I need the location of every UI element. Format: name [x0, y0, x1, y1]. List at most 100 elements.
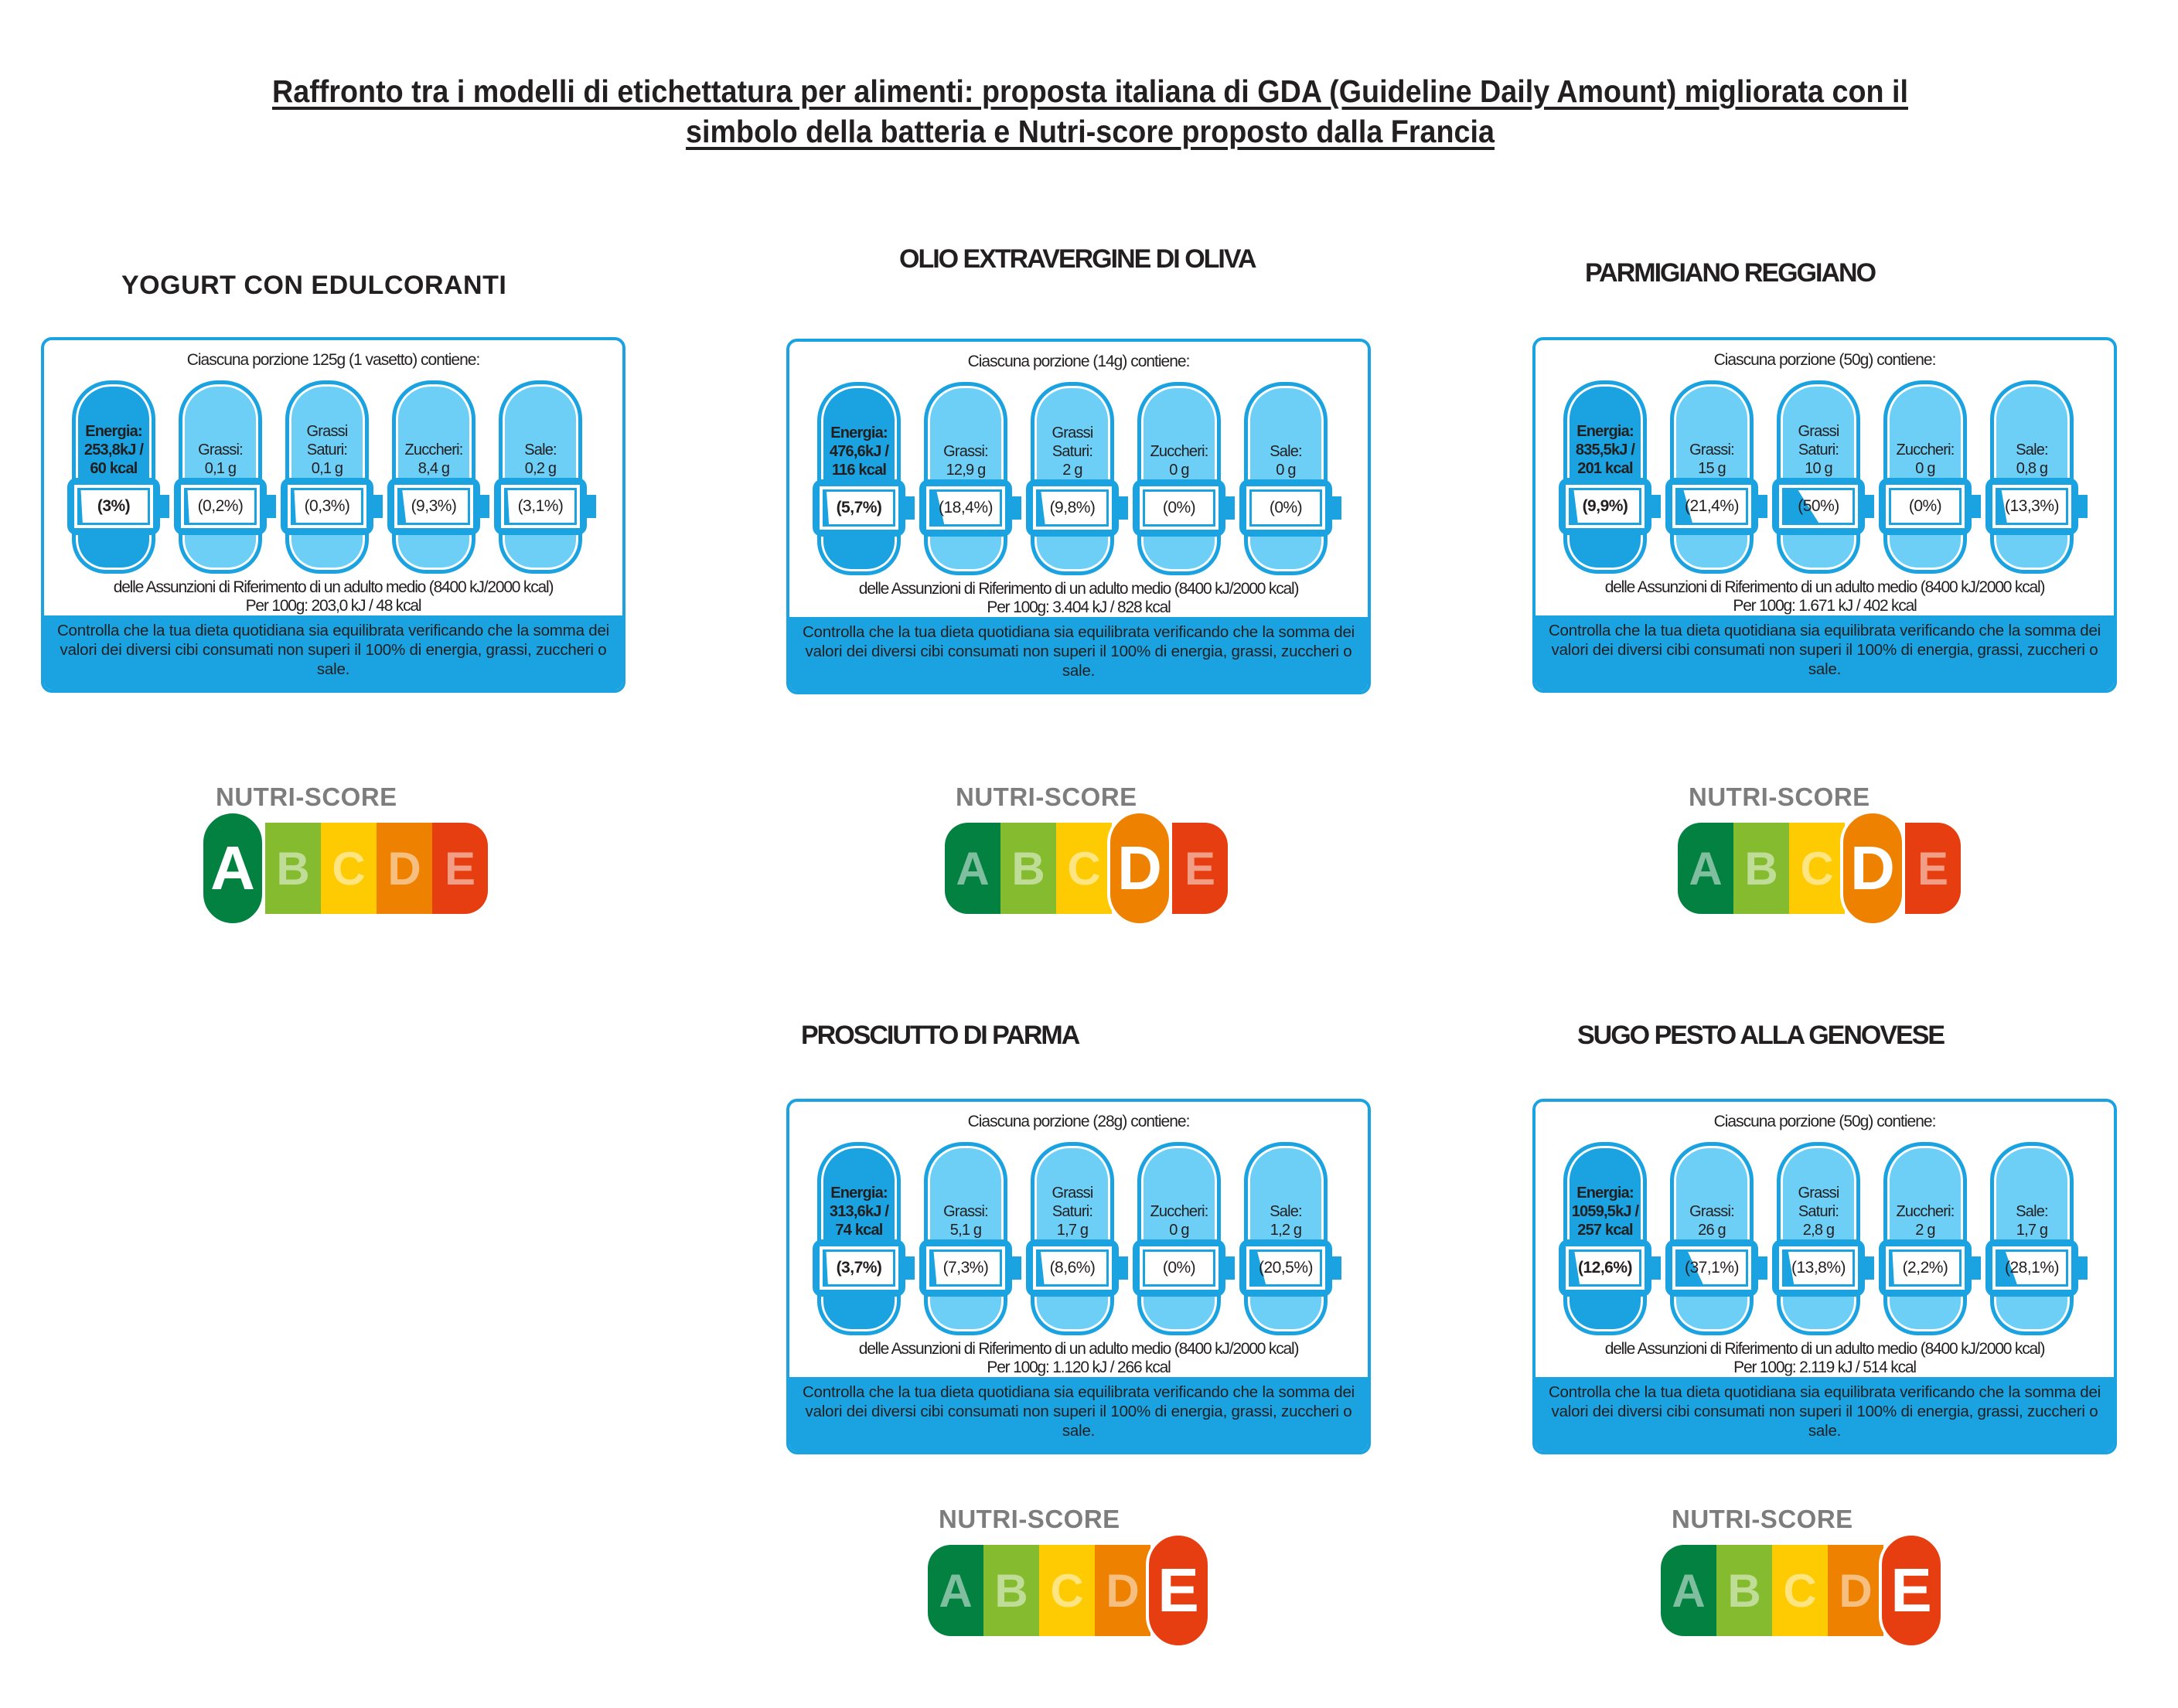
- battery-gauge: (5,7%): [813, 479, 915, 537]
- battery-bottom: [1563, 1290, 1647, 1335]
- battery-cell: (3%): [74, 485, 153, 528]
- nutrient-label-line: 10 g: [1805, 460, 1833, 477]
- nutrient-label-line: Grassi: [306, 423, 349, 440]
- battery-icon: Zuccheri:0 g(0%): [1133, 1142, 1235, 1335]
- per-100g-text: Per 100g: 2.119 kJ / 514 kcal: [1733, 1359, 1917, 1376]
- battery-bottom: [1137, 530, 1221, 575]
- nutrient-label-line: Saturi:: [1798, 441, 1839, 459]
- battery-terminal: [373, 495, 383, 518]
- nutri-score-letter-d: D: [1107, 810, 1172, 926]
- battery-terminal: [480, 495, 489, 518]
- percentage-value: (9,8%): [1049, 499, 1096, 516]
- percentage-value: (2,2%): [1902, 1259, 1948, 1277]
- advice-footer: Controlla che la tua dieta quotidiana si…: [44, 615, 622, 690]
- battery-top: [1883, 1142, 1967, 1247]
- battery-terminal: [160, 495, 169, 518]
- percentage-value: (8,6%): [1049, 1259, 1096, 1277]
- nutrient-label-line: 2 g: [1915, 1222, 1935, 1239]
- battery-fill-level: [80, 490, 83, 523]
- battery-icon: Energia:253,8kJ /60 kcal(3%): [67, 380, 169, 574]
- battery-bottom: [1990, 529, 2074, 574]
- nutrient-label-line: Zuccheri:: [1896, 1203, 1955, 1220]
- battery-gauge: (37,1%): [1665, 1239, 1767, 1297]
- nutrient-label-line: 1059,5kJ /: [1571, 1203, 1639, 1220]
- battery-terminal: [1865, 495, 1874, 518]
- battery-row: Energia:835,5kJ /201 kcal (9,9%) Grassi:15…: [1559, 380, 2100, 574]
- nutrient-label-line: Grassi: [1052, 1185, 1094, 1202]
- nutrient-label: Energia:476,6kJ /116 kcal: [819, 402, 899, 479]
- battery-cell: (18,4%): [926, 486, 1005, 530]
- nutrient-label-line: Grassi:: [943, 443, 989, 460]
- battery-gauge: (13,3%): [1985, 478, 2088, 535]
- battery-cell: (0%): [1886, 485, 1965, 528]
- nutrient-label-line: 2,8 g: [1802, 1222, 1835, 1239]
- percentage-value: (9,9%): [1582, 497, 1628, 515]
- nutrient-label: Zuccheri:0 g: [1139, 402, 1219, 479]
- battery-top: [817, 1142, 901, 1247]
- battery-cell: (3,1%): [501, 485, 580, 528]
- battery-cell: (0%): [1140, 486, 1219, 530]
- per-100g-text: Per 100g: 203,0 kJ / 48 kcal: [245, 597, 422, 615]
- battery-gauge: (0,2%): [174, 478, 276, 535]
- nutrient-label-line: Saturi:: [1798, 1203, 1839, 1220]
- battery-bottom: [1244, 1290, 1328, 1335]
- battery-cell: (2,2%): [1886, 1246, 1965, 1290]
- reference-intake-text: delle Assunzioni di Riferimento di un ad…: [113, 578, 554, 596]
- nutri-score-letter-e: E: [1879, 1532, 1944, 1648]
- nutrient-label-line: 201 kcal: [1577, 460, 1633, 477]
- battery-gauge: (0%): [1239, 479, 1341, 537]
- nutrient-label-line: 0 g: [1169, 1222, 1189, 1239]
- advice-footer: Controlla che la tua dieta quotidiana si…: [1536, 1377, 2114, 1451]
- nutrient-label-line: 15 g: [1698, 460, 1726, 477]
- battery-terminal: [1651, 1256, 1661, 1280]
- battery-terminal: [267, 495, 276, 518]
- percentage-value: (37,1%): [1684, 1259, 1740, 1277]
- nutrient-label: Sale:0,2 g: [500, 401, 581, 478]
- portion-text: Ciascuna porzione (50g) contiene:: [1713, 351, 1937, 369]
- battery-gauge: (0%): [1133, 1239, 1235, 1297]
- battery-terminal: [1332, 496, 1341, 520]
- battery-fill-level: [1038, 1252, 1045, 1284]
- battery-bottom: [1670, 529, 1754, 574]
- nutrient-label-line: Grassi:: [198, 441, 244, 459]
- battery-gauge: (3,1%): [494, 478, 596, 535]
- advice-footer: Controlla che la tua dieta quotidiana si…: [789, 617, 1368, 691]
- battery-cell: (0%): [1140, 1246, 1219, 1290]
- battery-fill-level: [293, 490, 296, 523]
- nutri-score-letter-d: D: [1840, 810, 1905, 926]
- battery-gauge: (3%): [67, 478, 169, 535]
- reference-intake-text: delle Assunzioni di Riferimento di un ad…: [858, 1340, 1300, 1358]
- nutrient-label-line: Energia:: [1576, 1185, 1634, 1202]
- battery-terminal: [1651, 495, 1661, 518]
- battery-cell: (20,5%): [1246, 1246, 1325, 1290]
- battery-icon: Sale:0,8 g(13,3%): [1985, 380, 2088, 574]
- battery-cell: (0,2%): [181, 485, 260, 528]
- per-100g-text: Per 100g: 3.404 kJ / 828 kcal: [987, 598, 1171, 616]
- battery-cell: (5,7%): [820, 486, 898, 530]
- battery-terminal: [1758, 1256, 1767, 1280]
- nutri-score-label: NUTRI-SCORE: [1672, 1505, 1853, 1533]
- battery-cell: (9,3%): [394, 485, 473, 528]
- battery-gauge: (0,3%): [281, 478, 383, 535]
- nutrient-label: Energia:835,5kJ /201 kcal: [1565, 401, 1645, 478]
- nutrient-label-line: Grassi:: [1689, 441, 1735, 459]
- battery-bottom: [1244, 530, 1328, 575]
- battery-top: [1031, 382, 1114, 487]
- percentage-value: (7,3%): [942, 1259, 989, 1277]
- nutrient-label-line: 26 g: [1698, 1222, 1726, 1239]
- nutrient-label-line: Energia:: [85, 423, 142, 440]
- nutrient-label-line: Grassi:: [1689, 1203, 1735, 1220]
- nutri-score-letter-b: B: [1716, 1545, 1772, 1636]
- battery-cell: (8,6%): [1033, 1246, 1112, 1290]
- product-title: YOGURT CON EDULCORANTI: [121, 271, 507, 300]
- nutrient-label: Grassi:5,1 g: [925, 1162, 1006, 1239]
- portion-text: Ciascuna porzione (50g) contiene:: [1713, 1113, 1937, 1130]
- nutrient-label: Sale:0,8 g: [1992, 401, 2072, 478]
